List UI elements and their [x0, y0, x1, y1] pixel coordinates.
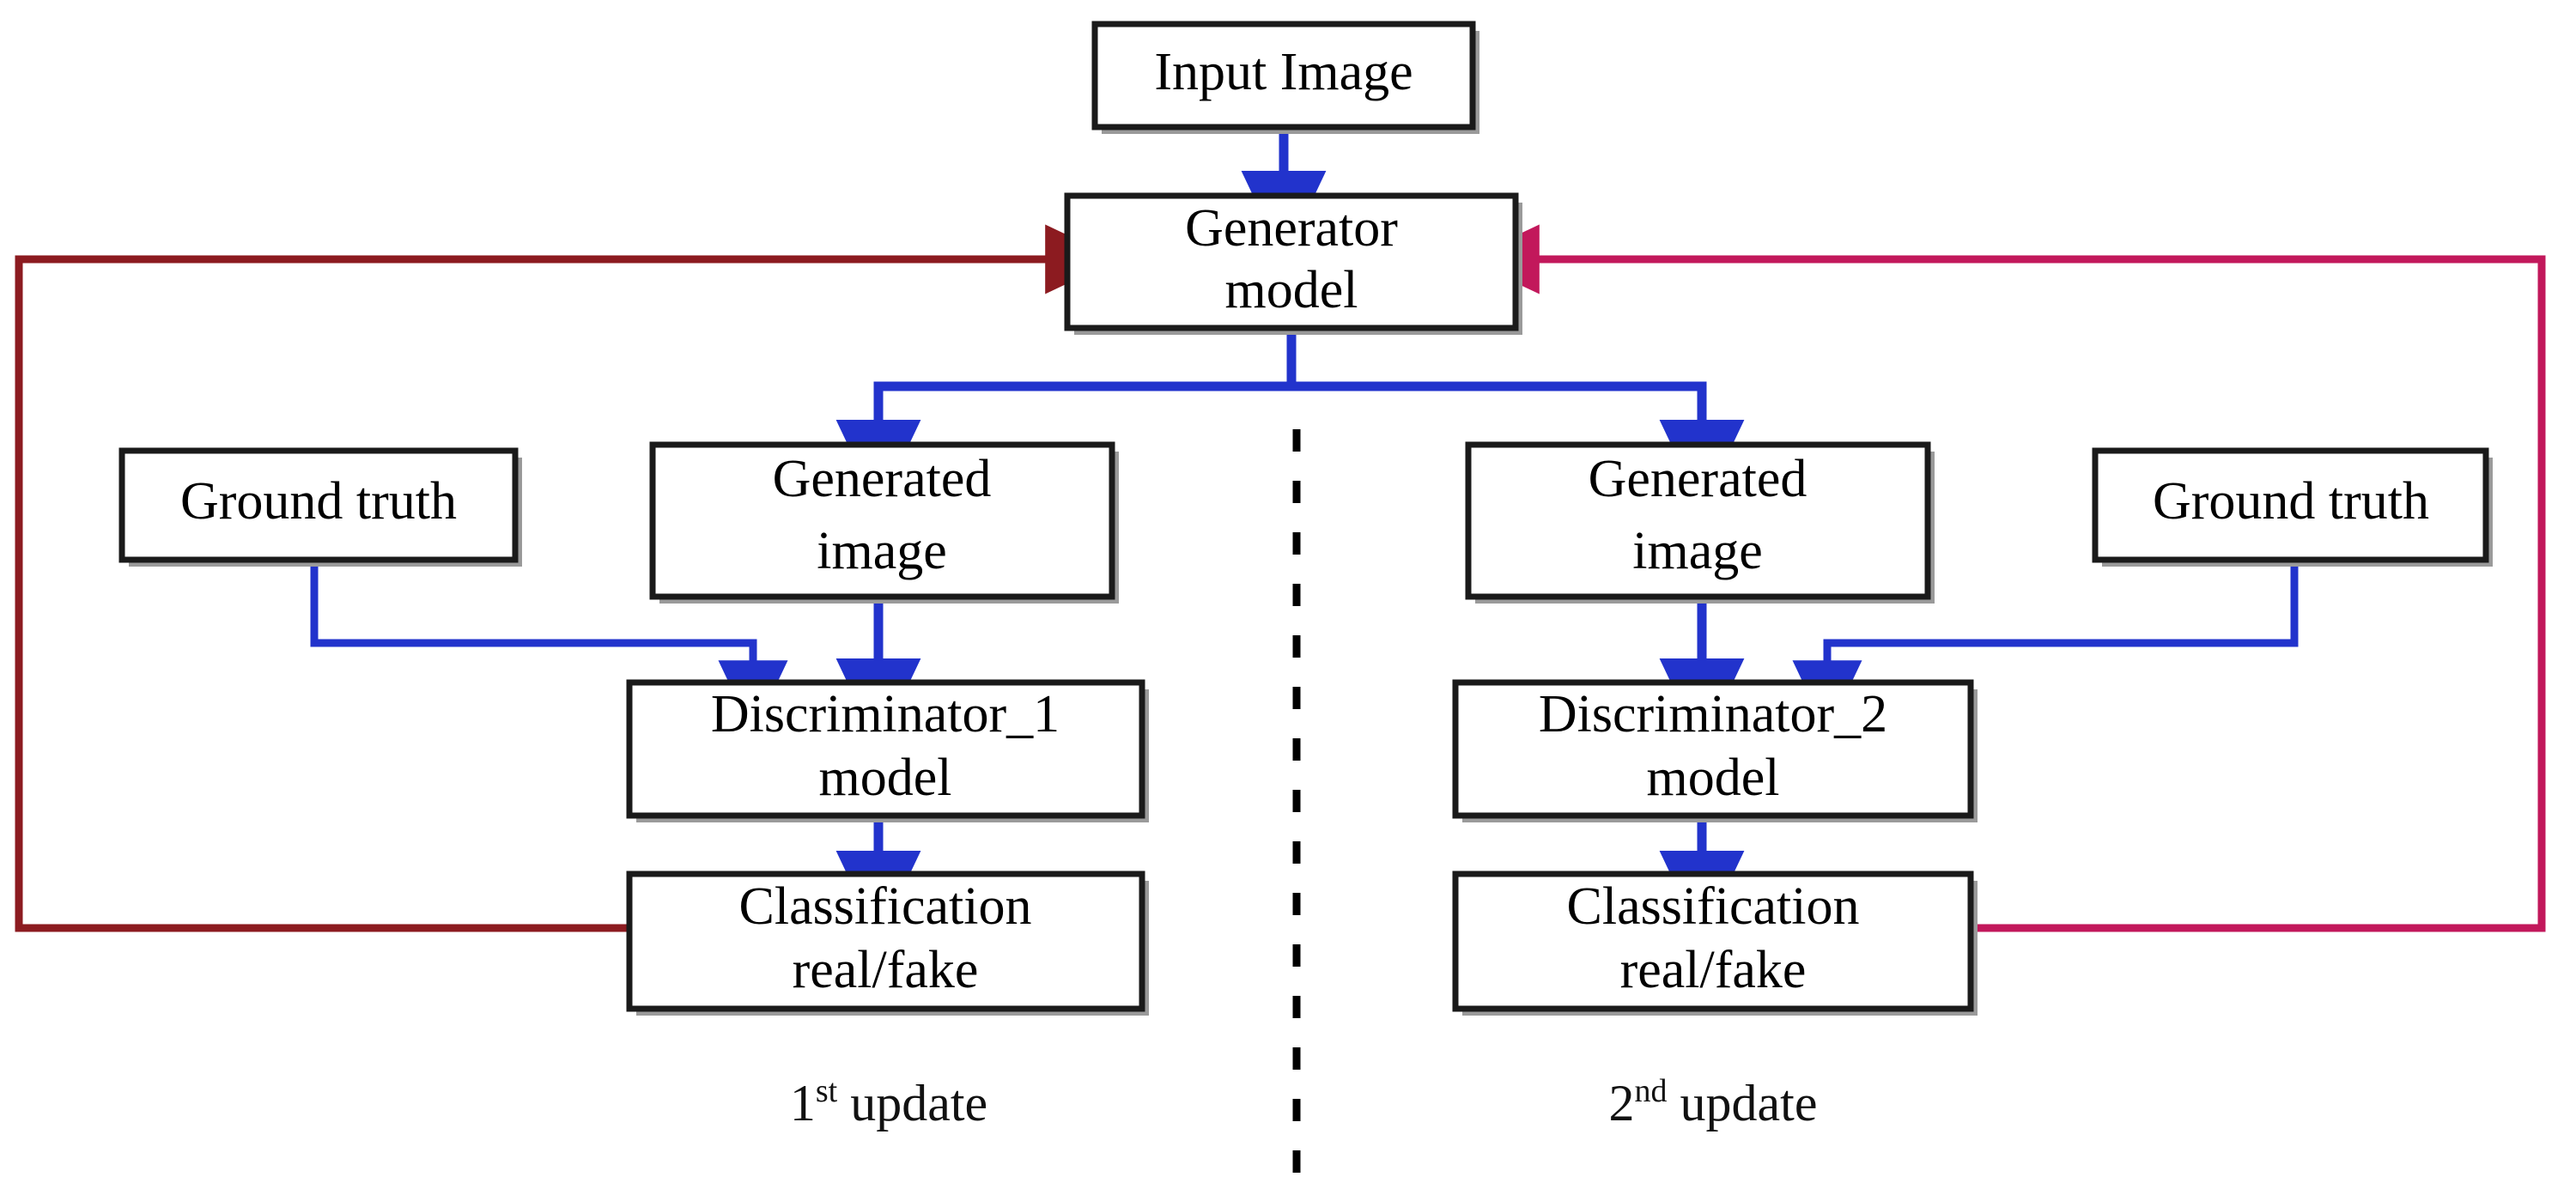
node-discriminator-1-label-line1: Discriminator_1 [711, 685, 1060, 743]
update-label-2: 2nd update [1609, 1073, 1818, 1131]
svg-text:2nd update: 2nd update [1609, 1073, 1818, 1131]
node-classification-2-label-line2: real/fake [1620, 941, 1807, 999]
node-discriminator-2[interactable]: Discriminator_2 model [1452, 679, 1978, 822]
node-classification-1-label-line2: real/fake [793, 941, 979, 999]
node-classification-2[interactable]: Classification real/fake [1452, 871, 1978, 1016]
node-generator-model-label-line1: Generator [1185, 199, 1398, 258]
update-label-1-ordinal: st [816, 1073, 838, 1109]
node-generated-image-2-label-line2: image [1632, 522, 1763, 580]
node-classification-2-label-line1: Classification [1567, 877, 1860, 936]
node-input-image[interactable]: Input Image [1091, 21, 1479, 134]
update-label-1-number: 1 [790, 1075, 816, 1131]
node-classification-1[interactable]: Classification real/fake [626, 871, 1149, 1016]
edge-class2-feedback [1466, 224, 2546, 932]
node-generated-image-2-label-line1: Generated [1589, 450, 1807, 508]
node-classification-1-label-line1: Classification [739, 877, 1032, 936]
node-ground-truth-2[interactable]: Ground truth [2092, 447, 2493, 567]
node-discriminator-1-label-line2: model [819, 749, 952, 807]
node-input-image-label: Input Image [1154, 43, 1413, 101]
node-ground-truth-2-label: Ground truth [2153, 472, 2429, 531]
update-label-1: 1st update [790, 1073, 987, 1131]
update-label-2-ordinal: nd [1635, 1073, 1668, 1109]
node-generated-image-2[interactable]: Generated image [1465, 441, 1935, 604]
edge-gt2-to-disc2 [1792, 567, 2299, 734]
edge-class1-feedback [15, 224, 1119, 932]
node-generated-image-1-label-line2: image [817, 522, 947, 580]
update-label-2-number: 2 [1609, 1075, 1635, 1131]
node-ground-truth-1-label: Ground truth [180, 472, 457, 531]
node-discriminator-2-label-line1: Discriminator_2 [1539, 685, 1887, 743]
node-discriminator-1[interactable]: Discriminator_1 model [626, 679, 1149, 822]
edge-gt1-to-disc1 [310, 567, 788, 734]
update-label-2-word: update [1668, 1075, 1818, 1131]
node-generator-model[interactable]: Generator model [1064, 192, 1522, 335]
node-ground-truth-1[interactable]: Ground truth [118, 447, 522, 567]
node-generated-image-1[interactable]: Generated image [649, 441, 1119, 604]
node-discriminator-2-label-line2: model [1647, 749, 1780, 807]
update-label-1-word: update [837, 1075, 987, 1131]
svg-text:1st update: 1st update [790, 1073, 987, 1131]
node-generated-image-1-label-line1: Generated [773, 450, 992, 508]
edge-generator-to-gen1 [835, 328, 1297, 510]
node-generator-model-label-line2: model [1225, 261, 1358, 319]
edge-generator-to-gen2 [1286, 328, 1745, 510]
